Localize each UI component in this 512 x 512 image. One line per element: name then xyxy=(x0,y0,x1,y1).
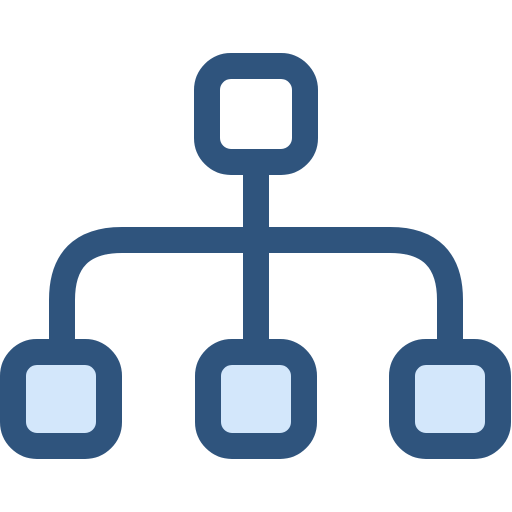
node-root xyxy=(194,53,318,175)
connector-lines xyxy=(49,162,463,346)
node-child-right xyxy=(389,339,511,459)
node-child-middle xyxy=(195,339,317,459)
branch-line xyxy=(49,227,463,346)
node-child-left xyxy=(0,339,122,459)
